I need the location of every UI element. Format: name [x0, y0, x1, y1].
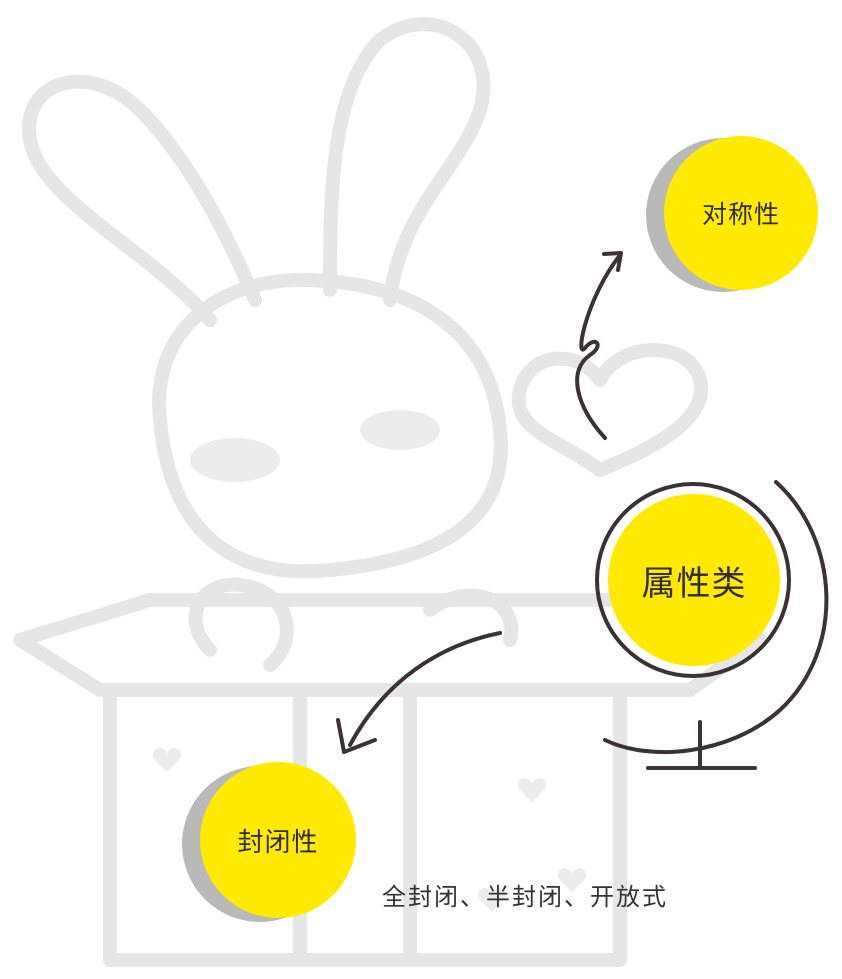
symmetry-label: 对称性 — [701, 200, 780, 229]
closure-label: 封闭性 — [237, 827, 319, 858]
attribute-label: 属性类 — [641, 563, 747, 604]
closure-detail-text: 全封闭、半封闭、开放式 — [382, 883, 668, 911]
arrow-to-closure — [348, 631, 502, 747]
globe-meridian — [603, 480, 829, 754]
globe-stand — [646, 720, 757, 770]
globe-ring — [595, 482, 791, 678]
arrowhead-to-symmetry — [602, 251, 623, 272]
arrowhead-to-closure — [336, 718, 377, 754]
symmetry-node: 对称性 — [664, 136, 818, 290]
closure-node: 封闭性 — [200, 762, 356, 918]
arrow-to-symmetry — [575, 253, 622, 440]
attribute-node: 属性类 — [608, 494, 780, 666]
